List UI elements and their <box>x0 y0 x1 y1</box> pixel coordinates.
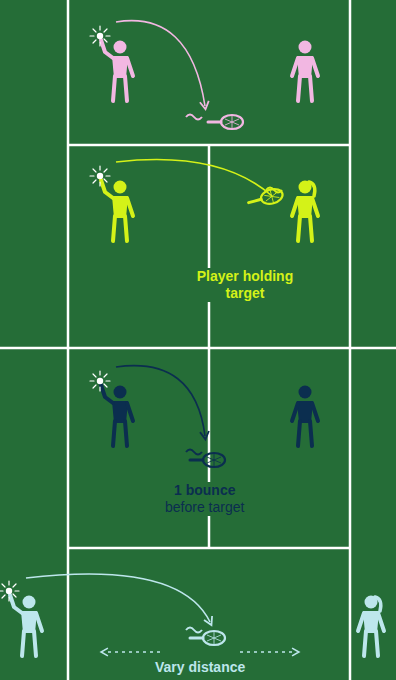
drill-label: Vary distance <box>152 659 248 676</box>
drill-label: Player holding target <box>184 268 306 302</box>
drill-label: 1 bounce <box>171 482 238 499</box>
drill-note: before target <box>162 499 247 516</box>
